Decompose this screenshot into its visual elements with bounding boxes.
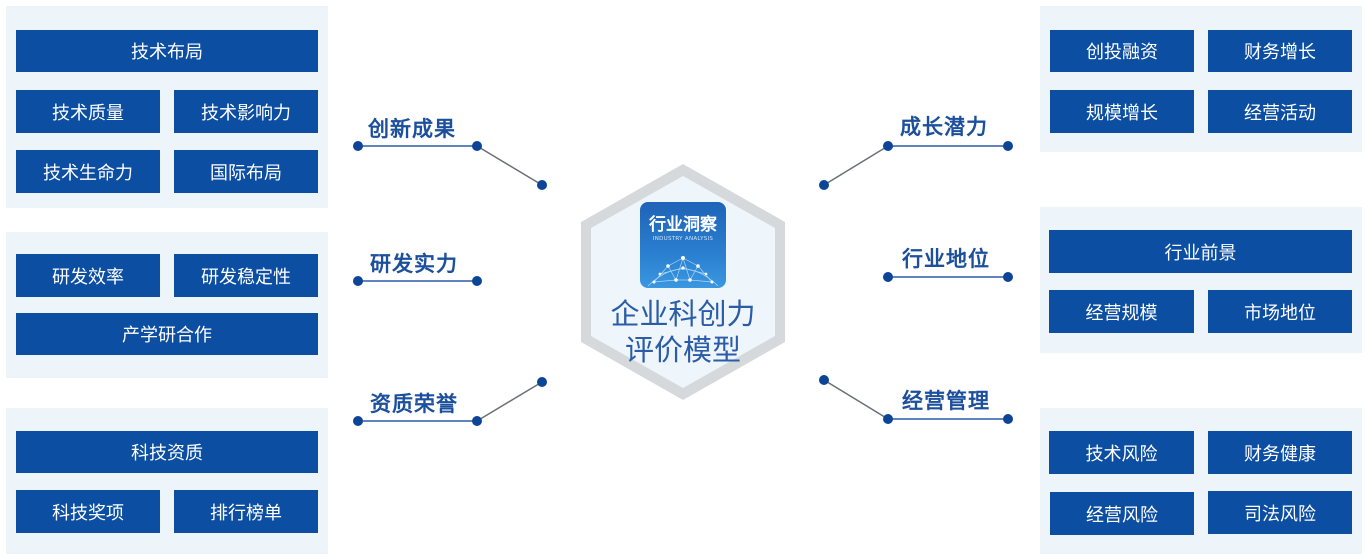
item-operating-risk: 经营风险 — [1050, 492, 1194, 535]
model-title-line2: 评价模型 — [624, 333, 741, 367]
item-tech-awards: 科技奖项 — [16, 490, 160, 533]
item-tech-vitality: 技术生命力 — [16, 150, 160, 193]
item-operating-activity: 经营活动 — [1208, 90, 1352, 133]
category-innovation-results: 创新成果 — [368, 117, 456, 141]
industry-insight-logo: 行业洞察 INDUSTRY ANALYSIS — [640, 202, 726, 288]
item-tech-quality: 技术质量 — [16, 90, 160, 133]
logo-title: 行业洞察 — [649, 215, 717, 235]
item-judicial-risk: 司法风险 — [1208, 491, 1352, 534]
item-rd-stability: 研发稳定性 — [174, 254, 318, 297]
item-scale-growth: 规模增长 — [1050, 90, 1194, 133]
item-industry-outlook: 行业前景 — [1049, 230, 1352, 273]
item-operating-scale: 经营规模 — [1049, 290, 1194, 333]
category-operation-management: 经营管理 — [902, 389, 990, 413]
item-tech-qualification: 科技资质 — [16, 431, 318, 473]
logo-subtitle: INDUSTRY ANALYSIS — [652, 236, 714, 242]
category-growth-potential: 成长潜力 — [900, 115, 988, 139]
item-tech-layout: 技术布局 — [16, 30, 318, 72]
item-market-position: 市场地位 — [1208, 290, 1352, 333]
item-tech-risk: 技术风险 — [1049, 431, 1194, 474]
category-industry-position: 行业地位 — [902, 247, 990, 271]
model-title-line1: 企业科创力 — [610, 297, 756, 331]
item-rankings: 排行榜单 — [174, 490, 318, 533]
item-intl-layout: 国际布局 — [174, 150, 318, 193]
item-rd-efficiency: 研发效率 — [16, 254, 160, 297]
item-financial-health: 财务健康 — [1208, 431, 1352, 474]
network-icon — [647, 256, 719, 287]
category-qualifications: 资质荣誉 — [370, 392, 458, 416]
item-vc-financing: 创投融资 — [1050, 30, 1194, 72]
item-tech-influence: 技术影响力 — [174, 90, 318, 133]
category-rd-strength: 研发实力 — [370, 252, 458, 276]
item-industry-academia: 产学研合作 — [16, 313, 318, 355]
model-title: 企业科创力 评价模型 — [590, 296, 776, 368]
item-financial-growth: 财务增长 — [1208, 30, 1352, 72]
